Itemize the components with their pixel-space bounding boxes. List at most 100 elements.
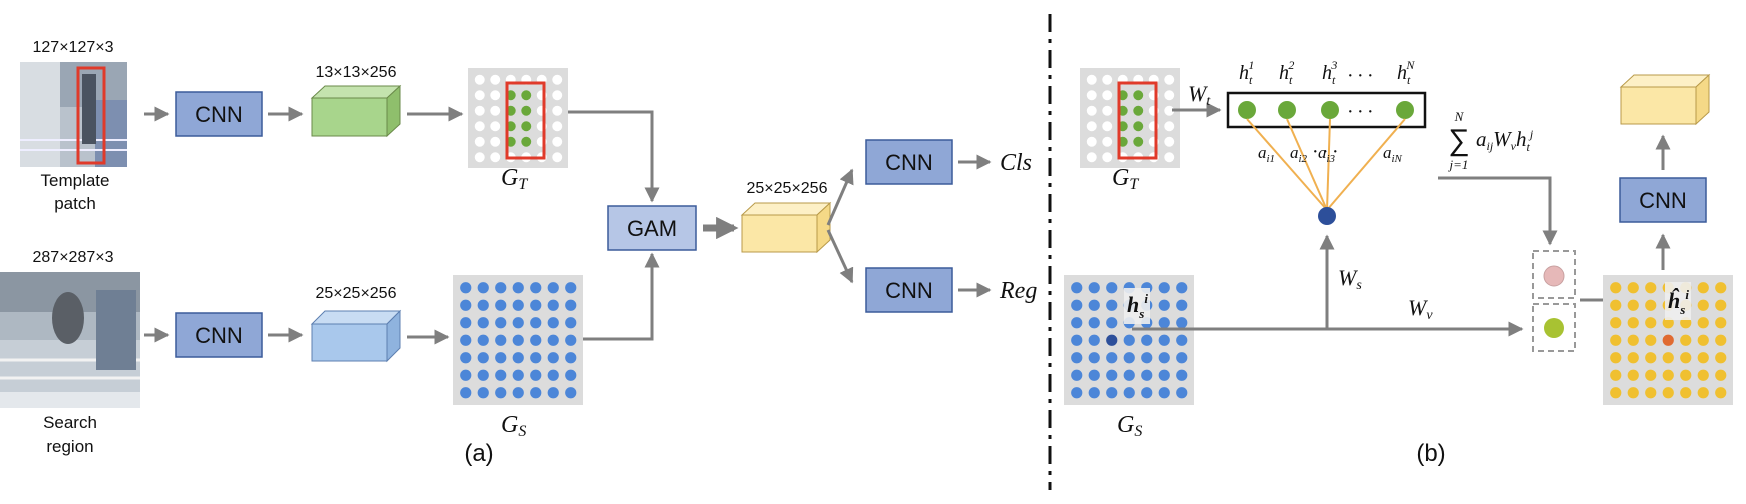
grid-cell-dot xyxy=(1106,352,1118,364)
node-ellipsis: · · · xyxy=(1348,101,1373,123)
grid-cell-dot xyxy=(1106,282,1118,294)
grid-cell-dot xyxy=(1610,369,1622,381)
grid-cell-dot xyxy=(530,369,542,381)
reg-cnn-block: CNN xyxy=(865,267,953,313)
grid-cell-dot xyxy=(1102,105,1113,116)
output-cnn-block: CNN xyxy=(1619,177,1707,223)
template-feature-grid xyxy=(468,68,568,168)
template-caption-line2: patch xyxy=(54,194,96,213)
fused-feature-cube xyxy=(740,201,832,254)
grid-cell-dot xyxy=(495,282,507,294)
grid-cell-dot xyxy=(1106,317,1118,329)
grid-cell-dot xyxy=(1610,282,1622,294)
sum-upper-limit: N xyxy=(1454,109,1465,124)
grid-cell-dot xyxy=(552,105,563,116)
template-node xyxy=(1278,101,1296,119)
template-node-label: ht1 xyxy=(1239,58,1254,87)
grid-cell-dot xyxy=(1715,299,1727,311)
grid-cell-dot xyxy=(1133,121,1144,132)
grid-cell-dot xyxy=(512,299,524,311)
aggregated-node xyxy=(1543,265,1565,287)
grid-cell-dot xyxy=(1645,282,1657,294)
grid-cell-dot xyxy=(530,282,542,294)
grid-cell-dot xyxy=(477,352,489,364)
grid-cell-dot xyxy=(1088,352,1100,364)
grid-cell-dot xyxy=(477,334,489,346)
grid-cell-dot xyxy=(1133,136,1144,147)
grid-cell-dot xyxy=(1164,136,1175,147)
grid-cell-dot xyxy=(1176,387,1188,399)
grid-cell-dot xyxy=(547,334,559,346)
template-node xyxy=(1396,101,1414,119)
grid-cell-dot xyxy=(1645,317,1657,329)
grid-cell-dot xyxy=(1610,334,1622,346)
diving-search-photo xyxy=(0,272,140,408)
grid-cell-dot xyxy=(521,90,532,101)
grid-cell-dot xyxy=(490,105,501,116)
grid-cell-dot xyxy=(1088,299,1100,311)
grid-cell-dot xyxy=(490,90,501,101)
grid-cell-dot xyxy=(1164,74,1175,85)
grid-cell-dot xyxy=(460,352,472,364)
grid-cell-dot xyxy=(565,317,577,329)
search-cnn-block: CNN xyxy=(175,312,263,358)
grid-cell-dot xyxy=(1088,369,1100,381)
attention-weight-label: ai1 xyxy=(1258,143,1275,165)
grid-cell-dot xyxy=(552,74,563,85)
hs-label-bg xyxy=(1124,288,1150,324)
grid-cell-dot xyxy=(1697,299,1709,311)
grid-cell-dot xyxy=(1645,352,1657,364)
sum-symbol: ∑ xyxy=(1448,124,1469,157)
attention-edge xyxy=(1326,118,1331,211)
grid-cell-dot xyxy=(1610,352,1622,364)
grid-cell-dot xyxy=(1141,352,1153,364)
search-feature-dims: 25×25×256 xyxy=(316,285,397,302)
grid-cell-dot xyxy=(521,136,532,147)
grid-cell-dot xyxy=(1627,299,1639,311)
grid-cell-dot xyxy=(460,282,472,294)
grid-cell-dot xyxy=(1610,299,1622,311)
template-dims-label: 127×127×3 xyxy=(33,39,114,56)
grid-cell-dot xyxy=(530,317,542,329)
grid-cell-dot xyxy=(1715,317,1727,329)
grid-cell-dot xyxy=(1697,387,1709,399)
grid-cell-dot xyxy=(1158,282,1170,294)
grid-cell-dot xyxy=(1715,282,1727,294)
grid-cell-dot xyxy=(547,369,559,381)
attention-weight-label: aiN xyxy=(1383,143,1403,165)
output-feature-cube xyxy=(1619,73,1711,126)
grid-cell-dot xyxy=(477,387,489,399)
grid-cell-dot xyxy=(1123,387,1135,399)
grid-cell-dot xyxy=(1088,334,1100,346)
grid-cell-dot xyxy=(1071,369,1083,381)
grid-cell-dot xyxy=(512,387,524,399)
grid-cell-dot xyxy=(552,90,563,101)
attention-edge xyxy=(1326,118,1406,211)
grid-cell-dot xyxy=(1086,90,1097,101)
grid-cell-dot xyxy=(1141,387,1153,399)
cls-output-label: Cls xyxy=(1000,150,1032,176)
grid-cell-dot xyxy=(1627,317,1639,329)
wt-label: Wt xyxy=(1188,81,1211,109)
grid-cell-dot xyxy=(1697,369,1709,381)
grid-cell-dot xyxy=(1102,136,1113,147)
grid-cell-dot xyxy=(495,387,507,399)
grid-cell-dot xyxy=(490,74,501,85)
template-cnn-block: CNN xyxy=(175,91,263,137)
grid-cell-dot xyxy=(1176,282,1188,294)
grid-cell-dot xyxy=(1088,282,1100,294)
search-cnn-label: CNN xyxy=(195,323,243,348)
grid-cell-dot xyxy=(495,299,507,311)
grid-cell-dot xyxy=(460,299,472,311)
attention-edge xyxy=(1246,118,1328,211)
diving-template-photo xyxy=(20,62,127,167)
grid-cell-dot xyxy=(1662,369,1674,381)
caption-a: (a) xyxy=(464,440,493,467)
grid-cell-dot xyxy=(1645,387,1657,399)
grid-cell-dot xyxy=(530,387,542,399)
grid-cell-dot xyxy=(1697,334,1709,346)
grid-cell-dot xyxy=(1158,334,1170,346)
grid-cell-dot xyxy=(495,317,507,329)
